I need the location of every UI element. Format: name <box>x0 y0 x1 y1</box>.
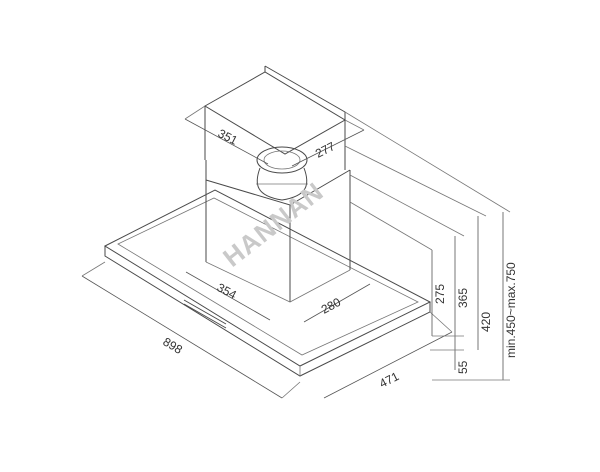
lower-chimney <box>205 160 351 303</box>
duct-rim-outer <box>256 146 308 174</box>
control-panel <box>183 299 227 325</box>
label-275: 275 <box>433 284 447 304</box>
label-471: 471 <box>377 369 401 391</box>
lower-chimney-top <box>205 169 351 206</box>
label-55: 55 <box>456 360 470 374</box>
duct-outlet <box>256 146 308 201</box>
dim-420-ext <box>344 145 487 217</box>
dim-354-line <box>185 271 271 321</box>
dim-275-ext <box>349 201 433 251</box>
dim-471-line <box>323 331 453 399</box>
label-351: 351 <box>216 126 240 148</box>
dim-898-ext-left <box>81 261 106 277</box>
duct-rim-inner <box>263 150 301 170</box>
label-420: 420 <box>479 312 493 332</box>
dim-351-line <box>184 118 269 165</box>
watermark-text: HANNAN <box>217 176 329 273</box>
dim-365-ext <box>349 174 465 237</box>
dim-277-ext <box>344 119 365 131</box>
dim-351-ext <box>184 105 206 120</box>
dim-277-line <box>291 129 365 167</box>
dim-overall-ext <box>344 111 511 213</box>
label-overall-height: min.450~max.750 <box>504 262 518 358</box>
label-277: 277 <box>313 139 337 161</box>
upper-chimney-rim <box>264 65 346 120</box>
dim-280-line <box>303 283 371 323</box>
dimension-labels: 351 277 354 280 898 471 275 365 55 420 m… <box>160 126 518 390</box>
dim-898-ext-right <box>281 381 301 399</box>
label-280: 280 <box>319 295 344 317</box>
control-panel-lower <box>183 303 227 329</box>
dimension-lines <box>81 105 511 399</box>
label-365: 365 <box>456 288 470 308</box>
hood-top-inner <box>117 197 419 356</box>
lower-chimney-base <box>205 261 351 303</box>
motor-housing <box>256 167 308 201</box>
dim-471-ext <box>429 311 453 333</box>
hood-canopy <box>103 189 432 377</box>
dim-898-line <box>81 275 283 399</box>
label-354: 354 <box>215 280 240 302</box>
label-898: 898 <box>160 335 185 357</box>
